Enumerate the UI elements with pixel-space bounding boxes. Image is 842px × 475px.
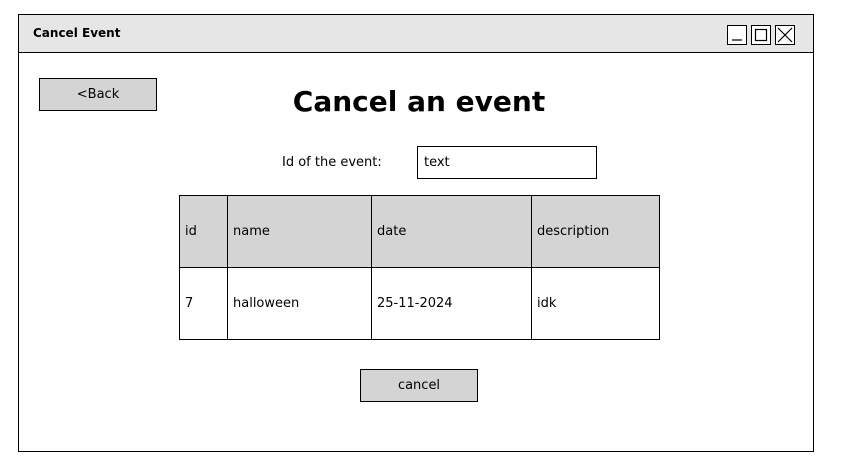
cell-description: idk [531,267,660,340]
close-button[interactable] [775,25,795,45]
app-window: Cancel Event <Back Cancel an event Id of… [18,14,814,452]
event-id-input[interactable] [417,146,597,179]
cell-id: 7 [179,267,228,340]
column-header-date: date [371,195,532,268]
title-bar: Cancel Event [19,15,813,53]
back-button[interactable]: <Back [39,78,157,111]
event-id-label: Id of the event: [282,155,382,170]
cell-name: halloween [227,267,372,340]
cell-date: 25-11-2024 [371,267,532,340]
table-header-row: id name date description [179,195,660,268]
table-row[interactable]: 7 halloween 25-11-2024 idk [179,267,660,340]
column-header-id: id [179,195,228,268]
window-title: Cancel Event [33,26,121,40]
maximize-button[interactable] [751,25,771,45]
events-table: id name date description 7 halloween 25-… [179,195,660,340]
minimize-icon [732,39,742,41]
maximize-icon [754,28,768,42]
close-icon [777,27,793,43]
column-header-description: description [531,195,660,268]
minimize-button[interactable] [727,25,747,45]
cancel-button[interactable]: cancel [360,369,478,402]
page-title: Cancel an event [292,85,546,118]
column-header-name: name [227,195,372,268]
